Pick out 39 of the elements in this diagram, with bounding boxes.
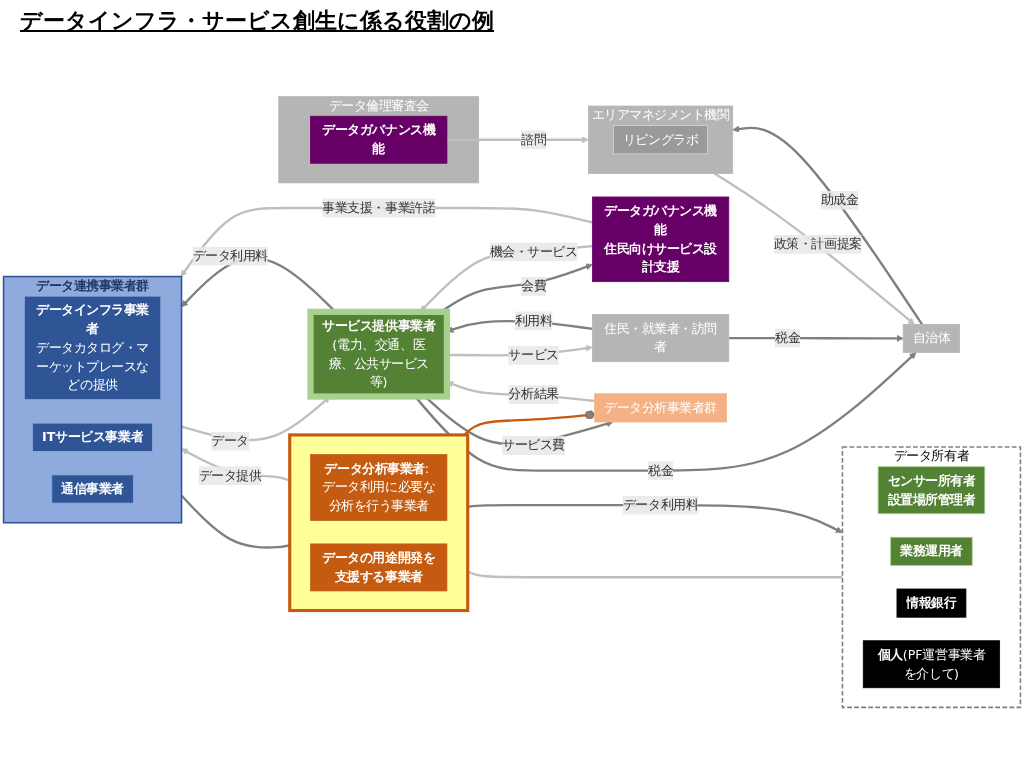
node-box: 住民・就業者・訪問者 [591, 314, 730, 362]
node-box: ITサービス事業者 [32, 422, 153, 452]
edge-label: 助成金 [820, 192, 859, 208]
edge-label: 諮問 [521, 131, 547, 147]
title: データインフラ・サービス創生に係る役割の例 [20, 7, 494, 35]
node-box: 自治体 [902, 324, 961, 353]
edge-label: 利用料 [514, 313, 553, 328]
node-box: データガバナンス機能 住民向けサービス設計支援 [591, 196, 730, 283]
edge-label: 政策・計画提案 [773, 236, 862, 252]
node-box: 個人(PF運営事業者を介して) [862, 640, 1001, 689]
edge-label: データ [211, 433, 249, 449]
node-box: センサー所有者 設置場所管理者 [877, 466, 986, 515]
edge-label: サービス費 [502, 437, 565, 453]
edge-label: 税金 [775, 330, 801, 346]
node-box: リビングラボ [613, 125, 708, 155]
cluster [288, 433, 470, 613]
node-box: データインフラ事業者 データカタログ・マーケットプレースなどの提供 [23, 295, 162, 401]
edge-label: データ提供 [198, 467, 262, 483]
node-box: データ分析事業者群 [594, 393, 727, 423]
node-box: データ分析事業者: データ利用に必要な分析を行う事業者 [310, 454, 448, 521]
arrow [713, 172, 915, 325]
edge-label: 機会・サービス [489, 244, 578, 259]
node-box: 業務運用者 [890, 536, 973, 566]
edge-label: 会費 [521, 278, 547, 294]
connector [463, 410, 595, 436]
arrow [180, 206, 593, 277]
edge-label: サービス [508, 347, 559, 363]
arrow [414, 352, 917, 472]
node-box: サービス提供事業者 (電力、交通、医療、公共サービス等) [307, 308, 451, 400]
node-box: データの用途開発を支援する事業者 [310, 543, 448, 592]
node-box: 情報銀行 [896, 588, 967, 618]
node-box: データガバナンス機能 [310, 115, 448, 164]
node-box: 通信事業者 [51, 474, 134, 504]
edge-label: 分析結果 [508, 386, 559, 402]
arrow [732, 125, 924, 326]
edge-label: 税金 [648, 462, 674, 478]
edge-label: データ利用料 [192, 248, 268, 264]
edge-label: 事業支援・事業許諾 [322, 200, 436, 216]
edge-label: データ利用料 [622, 497, 699, 513]
